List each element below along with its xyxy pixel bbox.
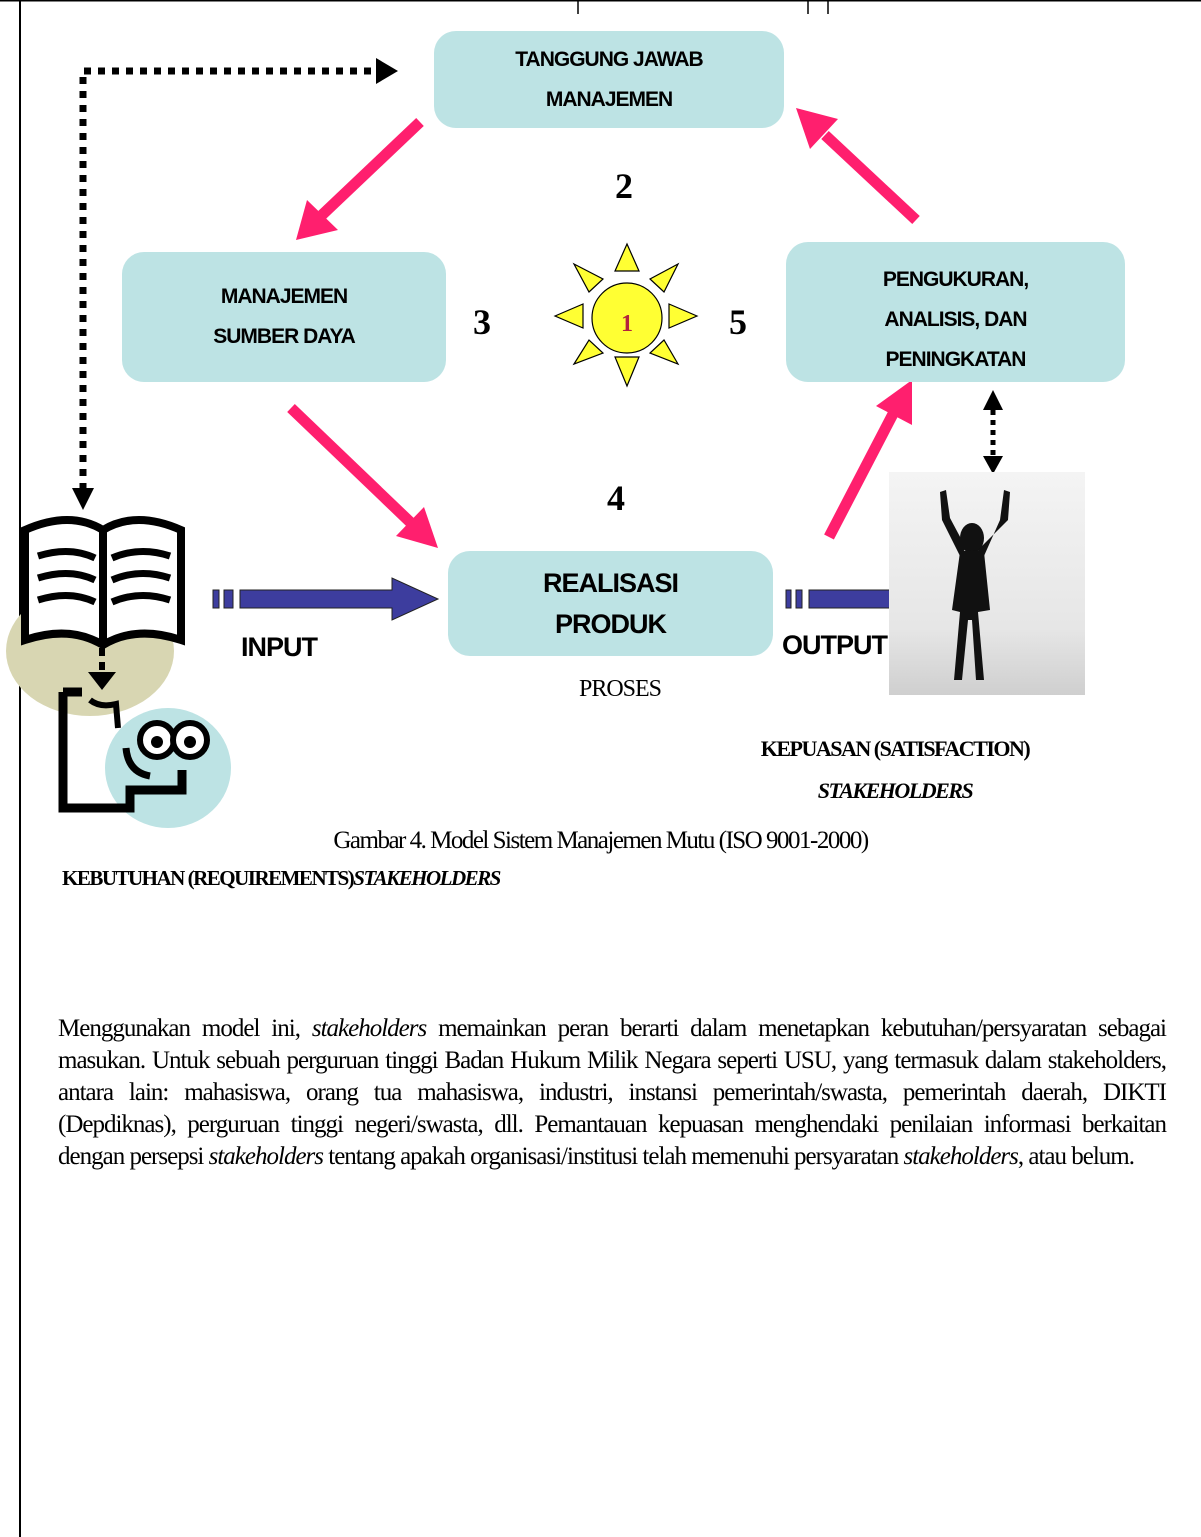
realisasi-line-2: PRODUK	[554, 608, 667, 639]
step-number-2: 2	[615, 166, 633, 206]
paragraph-text-1: Menggunakan model ini,	[58, 1015, 312, 1042]
paragraph-text-4: , atau belum.	[1017, 1143, 1135, 1170]
input-label: INPUT	[241, 632, 318, 662]
thinking-face-icon	[58, 687, 231, 828]
sumber-daya-box: MANAJEMEN SUMBER DAYA	[122, 252, 446, 382]
paragraph-italic-3: stakeholders	[903, 1143, 1019, 1170]
pengukuran-box: PENGUKURAN, ANALISIS, DAN PENINGKATAN	[786, 242, 1125, 382]
realisasi-line-1: REALISASI	[542, 567, 679, 598]
feedback-dotted-connector	[72, 58, 398, 510]
pengukuran-line-1: PENGUKURAN,	[882, 268, 1029, 291]
requirements-label: KEBUTUHAN (REQUIREMENTS)STAKEHOLDERS	[62, 866, 501, 891]
paragraph-italic-1: stakeholders	[311, 1015, 427, 1042]
tanggung-jawab-line-1: TANGGUNG JAWAB	[515, 47, 703, 71]
paragraph-text-3: tentang apakah organisasi/institusi tela…	[323, 1143, 904, 1170]
sumber-daya-line-1: MANAJEMEN	[220, 285, 348, 308]
step-number-4: 4	[607, 478, 625, 518]
arrow-to-tanggung-jawab	[796, 108, 920, 225]
satisfaction-label: KEPUASAN (SATISFACTION)	[760, 736, 1031, 761]
paragraph-italic-2: stakeholders	[208, 1143, 324, 1170]
pengukuran-line-3: PENINGKATAN	[885, 348, 1027, 371]
sumber-daya-line-2: SUMBER DAYA	[213, 325, 355, 348]
diagram-graphics	[6, 58, 1085, 828]
paragraph-text-2: memainkan peran berarti dalam menetapkan…	[58, 1015, 1167, 1170]
realisasi-produk-box: REALISASI PRODUK	[448, 551, 773, 656]
tanggung-jawab-line-2: MANAJEMEN	[545, 87, 673, 111]
step-number-3: 3	[473, 302, 491, 342]
book-icon	[6, 516, 185, 716]
input-arrow	[212, 577, 440, 621]
arrow-to-pengukuran	[824, 380, 912, 540]
dotted-arrowhead-right	[376, 58, 398, 84]
satisfaction-stakeholders: STAKEHOLDERS	[817, 778, 974, 803]
sun-icon	[553, 242, 699, 388]
pengukuran-line-2: ANALISIS, DAN	[884, 308, 1027, 331]
tanggung-jawab-box: TANGGUNG JAWAB MANAJEMEN	[434, 31, 784, 128]
dotted-arrowhead-down	[72, 488, 94, 510]
body-paragraph: Menggunakan model ini, stakeholders mema…	[58, 1013, 1167, 1173]
figure-caption: Gambar 4. Model Sistem Manajemen Mutu (I…	[333, 827, 869, 854]
arrow-to-realisasi	[287, 404, 438, 548]
step-number-5: 5	[729, 302, 747, 342]
output-label: OUTPUT	[782, 630, 888, 660]
step-number-1: 1	[621, 311, 633, 337]
requirements-stakeholders: STAKEHOLDERS	[353, 866, 501, 890]
arrow-to-sumber-daya	[296, 118, 424, 240]
process-label: PROSES	[578, 676, 662, 702]
dotted-double-arrow	[983, 390, 1003, 474]
requirements-text: KEBUTUHAN (REQUIREMENTS)	[62, 866, 355, 890]
stakeholder-photo	[889, 472, 1085, 695]
